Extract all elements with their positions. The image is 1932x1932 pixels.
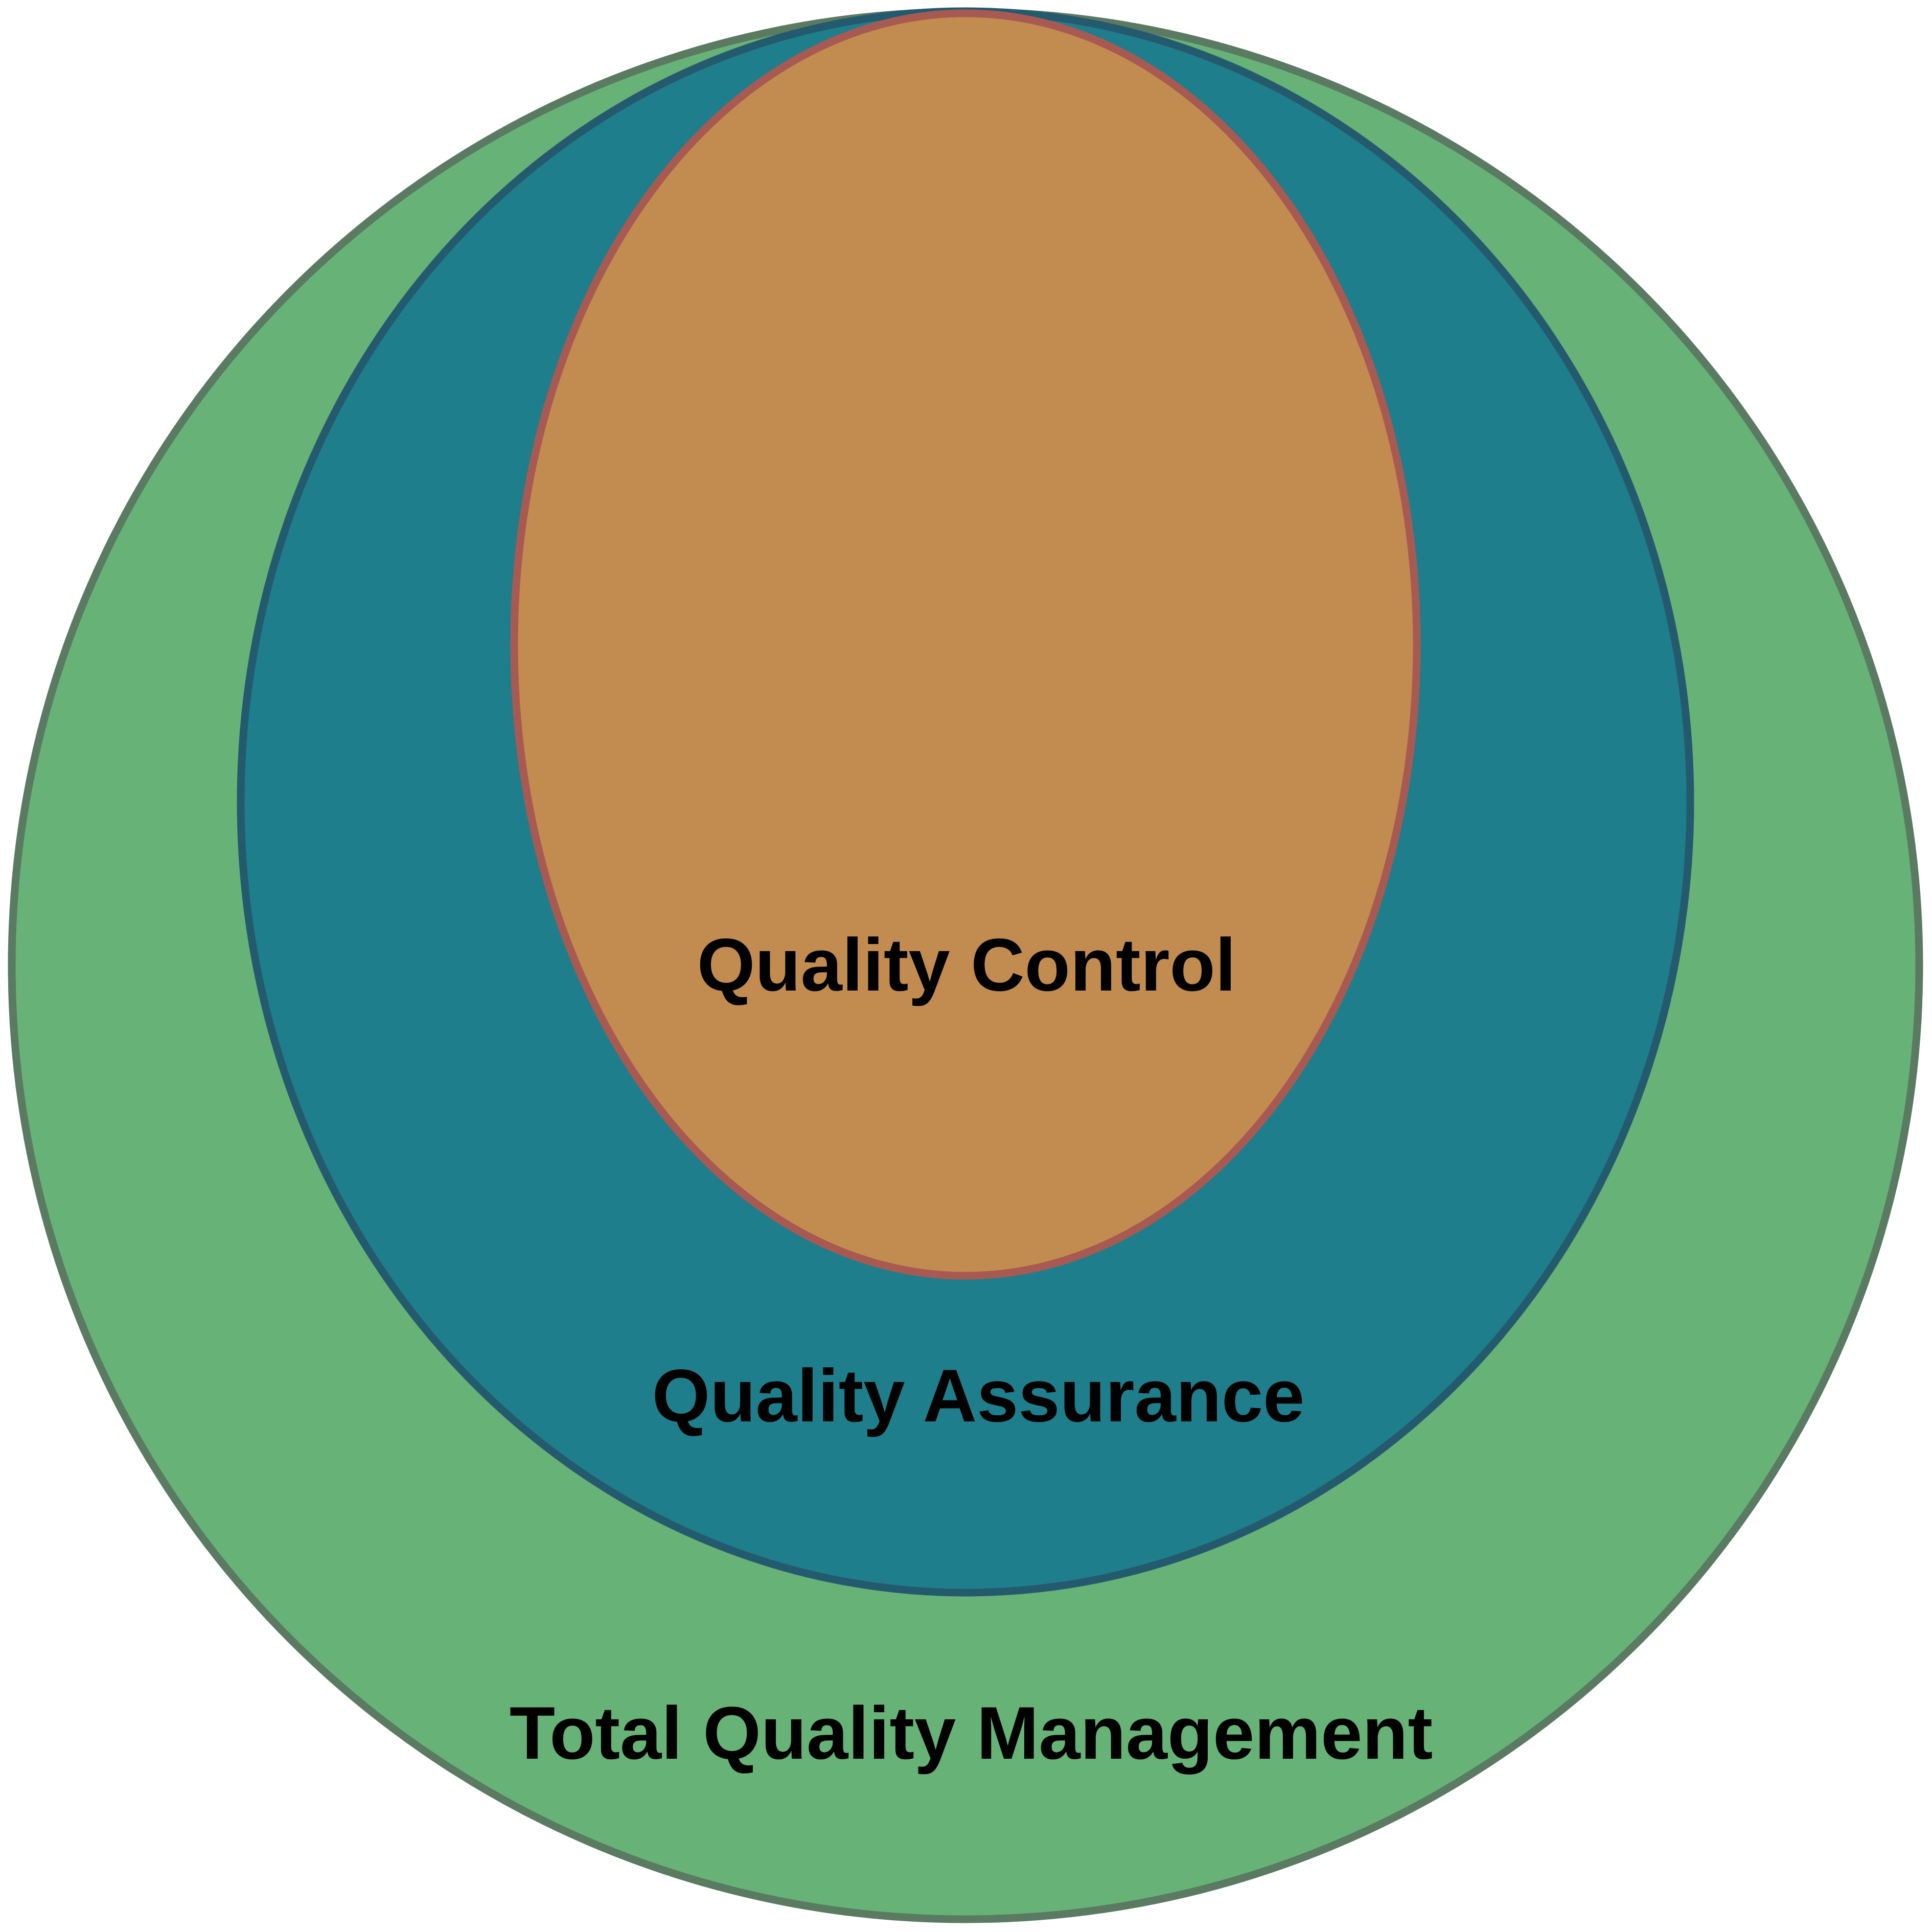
quality-control-label: Quality Control xyxy=(697,923,1236,1006)
total-quality-management-label: Total Quality Management xyxy=(509,1691,1433,1775)
quality-assurance-label: Quality Assurance xyxy=(652,1354,1305,1437)
quality-control-ellipse xyxy=(510,9,1421,1280)
